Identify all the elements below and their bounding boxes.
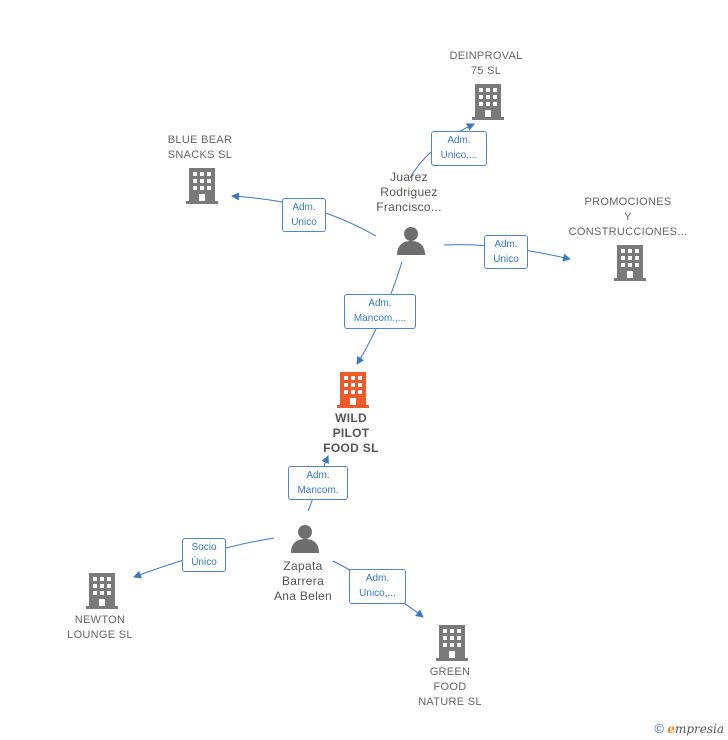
label-line: DEINPROVAL — [449, 50, 523, 62]
edge-label-juarez-promociones[interactable]: Adm. Unico — [484, 235, 528, 269]
label-line: Barrera — [281, 574, 325, 588]
node-label-zapata[interactable]: Zapata Barrera Ana Belen — [258, 559, 348, 604]
edge-label-zapata-newton[interactable]: Socio Único — [182, 538, 226, 572]
label-line: BLUE BEAR — [167, 134, 233, 146]
edge-label-line: Adm. — [292, 202, 316, 213]
label-line: Juarez — [390, 170, 428, 184]
copyright-symbol: © — [654, 721, 664, 736]
label-line: PROMOCIONES — [584, 196, 672, 208]
edge-label-zapata-greenfood[interactable]: Adm. Unico,... — [349, 569, 406, 604]
brand-logo: empresia — [667, 722, 724, 736]
building-icon[interactable] — [86, 573, 118, 614]
edge-label-line: Adm. — [494, 239, 518, 250]
person-icon[interactable] — [290, 524, 320, 559]
label-line: NATURE SL — [418, 696, 482, 708]
edge-label-line: Adm. — [306, 470, 330, 481]
edge-label-line: Adm. — [447, 135, 471, 146]
label-line: PILOT — [332, 426, 370, 440]
label-line: Y — [624, 211, 632, 223]
label-line: WILD — [335, 411, 367, 425]
edge-label-juarez-wildpilot[interactable]: Adm. Mancom.,... — [344, 294, 416, 329]
brand-name: mpresia — [674, 722, 724, 736]
edge-label-line: Unico,... — [440, 150, 478, 161]
node-label-wild-pilot[interactable]: WILD PILOT FOOD SL — [310, 411, 392, 456]
edge-label-line: Unico — [493, 254, 519, 265]
edge-label-line: Socio — [191, 542, 217, 553]
footer-brand: © empresia — [654, 721, 724, 736]
edge-label-zapata-wildpilot[interactable]: Adm. Mancom. — [288, 466, 348, 500]
edge-label-juarez-bluebear[interactable]: Adm. Unico — [282, 198, 326, 232]
label-line: Ana Belen — [273, 589, 333, 603]
label-line: Rodriguez — [380, 185, 438, 199]
building-icon[interactable] — [186, 168, 218, 209]
edge-label-juarez-deinproval[interactable]: Adm. Unico,... — [431, 131, 487, 166]
label-line: 75 SL — [470, 65, 502, 77]
label-line: FOOD — [433, 681, 467, 693]
label-line: Francisco... — [376, 200, 442, 214]
edge-label-line: Unico — [291, 217, 317, 228]
label-line: GREEN — [429, 666, 471, 678]
label-line: Zapata — [283, 559, 323, 573]
building-icon[interactable] — [614, 245, 646, 286]
node-label-deinproval[interactable]: DEINPROVAL 75 SL — [436, 49, 536, 79]
edge-label-line: Mancom.,... — [353, 313, 407, 324]
edge-label-line: Unico,... — [359, 588, 396, 599]
label-line: CONSTRUCCIONES... — [568, 226, 688, 238]
edge-label-line: Único — [191, 557, 217, 568]
node-label-newton[interactable]: NEWTON LOUNGE SL — [50, 613, 150, 643]
label-line: LOUNGE SL — [67, 629, 133, 641]
building-icon[interactable] — [472, 84, 504, 125]
edge-label-line: Mancom. — [297, 485, 339, 496]
label-line: NEWTON — [74, 614, 126, 626]
focus-building-icon[interactable] — [337, 372, 369, 413]
node-label-juarez[interactable]: Juarez Rodriguez Francisco... — [360, 170, 458, 215]
brand-initial: e — [667, 722, 675, 736]
node-label-promociones[interactable]: PROMOCIONES Y CONSTRUCCIONES... — [566, 195, 690, 240]
building-icon[interactable] — [436, 625, 468, 666]
label-line: SNACKS SL — [167, 149, 233, 161]
edge-label-line: Adm. — [368, 298, 392, 309]
node-label-blue-bear[interactable]: BLUE BEAR SNACKS SL — [150, 133, 250, 163]
label-line: FOOD SL — [323, 441, 379, 455]
person-icon[interactable] — [396, 226, 426, 261]
node-label-green-food[interactable]: GREEN FOOD NATURE SL — [404, 665, 496, 710]
edge-label-line: Adm. — [365, 573, 390, 584]
